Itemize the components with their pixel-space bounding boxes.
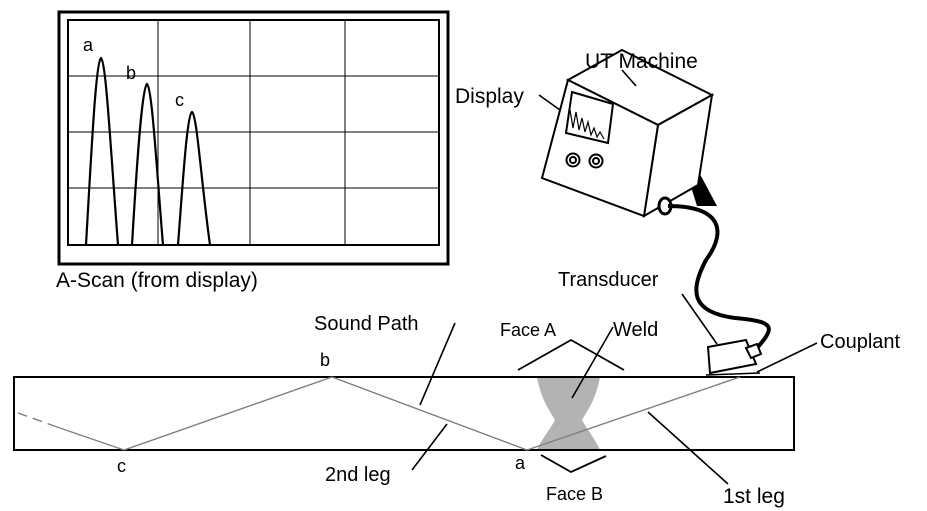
transducer-body xyxy=(706,338,758,375)
transducer xyxy=(705,338,763,376)
a-scan-outer-frame xyxy=(57,10,450,266)
couplant-label: Couplant xyxy=(820,331,901,353)
transducer-cable xyxy=(667,204,771,358)
weld-pointer xyxy=(571,326,614,399)
first-leg-pointer xyxy=(647,411,729,485)
a-scan-peak-c xyxy=(176,110,212,246)
face-b-label: Face B xyxy=(546,484,603,504)
a-scan-caption: A-Scan (from display) xyxy=(56,269,258,292)
sound-path-leg-1 xyxy=(526,376,741,451)
second-leg-pointer xyxy=(411,423,448,471)
transducer-pointer xyxy=(681,293,718,345)
sound-path-label: Sound Path xyxy=(314,313,419,335)
transducer-cable-port xyxy=(744,342,763,360)
ut-machine-title-pointer xyxy=(621,69,637,87)
ut-machine-screen-trace xyxy=(569,109,605,140)
second-leg-label: 2nd leg xyxy=(325,464,391,486)
a-scan-display: a b c A-Scan (from display) xyxy=(56,10,450,292)
face-a-label: Face A xyxy=(500,320,556,340)
first-leg-label: 1st leg xyxy=(723,485,785,508)
a-scan-trace xyxy=(84,56,212,246)
a-scan-peak-b xyxy=(130,82,165,246)
transducer-label: Transducer xyxy=(558,269,659,291)
sound-path-leg-3 xyxy=(123,376,333,451)
point-c-label: c xyxy=(117,456,126,476)
point-b-label: b xyxy=(320,350,330,370)
a-scan-grid xyxy=(68,20,439,245)
ut-machine: UT Machine Display xyxy=(455,48,717,218)
ut-machine-knobs xyxy=(565,152,604,169)
sound-path-pointer xyxy=(419,322,456,406)
couplant-layer xyxy=(705,372,761,376)
a-scan-peak-c-label: c xyxy=(175,90,184,110)
face-b-bracket xyxy=(540,454,607,474)
weld-label: Weld xyxy=(613,319,658,341)
face-a-bracket xyxy=(517,338,625,371)
ut-machine-display-pointer xyxy=(538,94,561,111)
weld-zone xyxy=(537,377,600,450)
sound-path-leg-2 xyxy=(331,376,528,451)
a-scan-peak-b-label: b xyxy=(126,63,136,83)
test-plate xyxy=(13,376,795,451)
point-a-label: a xyxy=(515,453,526,473)
a-scan-peak-a xyxy=(84,56,120,246)
sound-path xyxy=(17,376,741,451)
sound-path-leg-5-dashed xyxy=(17,412,58,428)
ut-machine-screen xyxy=(564,90,615,145)
test-specimen: b c a xyxy=(13,350,795,476)
a-scan-peak-a-label: a xyxy=(83,35,94,55)
ut-machine-display-label: Display xyxy=(455,85,524,108)
sound-path-leg-4 xyxy=(56,426,125,451)
couplant-pointer xyxy=(756,342,818,373)
ut-machine-title: UT Machine xyxy=(585,50,698,73)
